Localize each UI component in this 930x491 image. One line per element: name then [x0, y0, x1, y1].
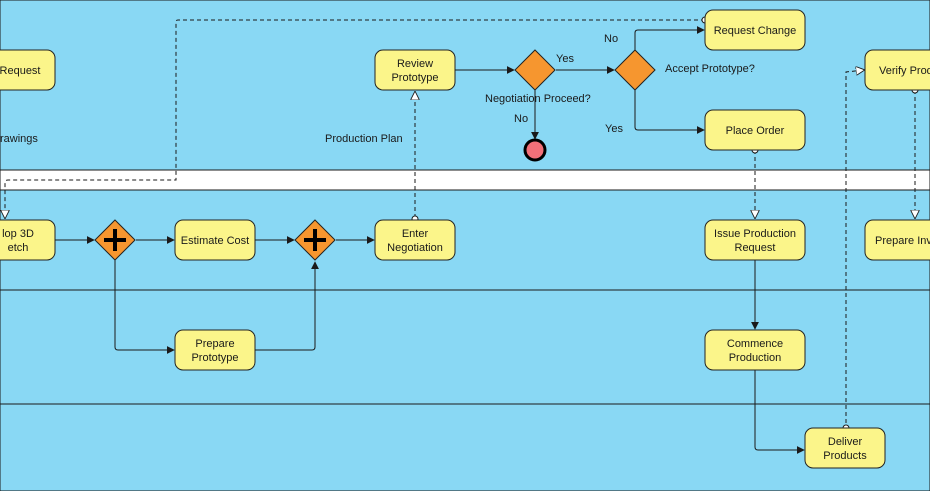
task-prepare-prototype-line1: Prepare — [195, 338, 234, 350]
task-enter-negotiation-line1: Enter — [402, 228, 429, 240]
task-prepare-invoice[interactable]: Prepare Inv — [864, 219, 930, 261]
task-verify-product[interactable]: Verify Prod — [864, 49, 930, 91]
flow-split-to-prepare[interactable] — [114, 260, 175, 354]
task-place-order[interactable]: Place Order — [704, 109, 806, 151]
end-event[interactable] — [523, 138, 547, 162]
task-prepare-invoice-label: Prepare Inv — [875, 235, 930, 247]
task-develop-sketch-line1: lop 3D — [2, 228, 34, 240]
task-request-change[interactable]: Request Change — [704, 9, 806, 51]
message-flows — [5, 19, 915, 430]
label-negotiation-proceed: Negotiation Proceed? — [485, 93, 591, 105]
label-yes-accept: Yes — [605, 123, 623, 135]
task-review-prototype-line2: Prototype — [391, 72, 438, 84]
label-accept-prototype: Accept Prototype? — [665, 63, 755, 75]
label-no-accept: No — [604, 33, 618, 45]
message-flow-request-change-to-sketch[interactable] — [5, 19, 705, 218]
gateway-accept-prototype[interactable] — [614, 49, 656, 91]
task-commence-production-line1: Commence — [727, 338, 783, 350]
task-deliver-products-line1: Deliver — [828, 436, 863, 448]
task-place-order-label: Place Order — [726, 125, 785, 137]
task-develop-sketch[interactable]: lop 3D etch — [0, 219, 56, 261]
task-review-prototype-line1: Review — [397, 58, 433, 70]
label-drawings: rawings — [0, 133, 38, 145]
label-yes-negotiation: Yes — [556, 53, 574, 65]
task-deliver-products-line2: Products — [823, 450, 867, 462]
label-production-plan: Production Plan — [325, 133, 403, 145]
task-prepare-prototype-line2: Prototype — [191, 352, 238, 364]
flow-accept-no[interactable] — [634, 26, 705, 50]
task-issue-production-request-line1: Issue Production — [714, 228, 796, 240]
task-issue-production-request[interactable]: Issue Production Request — [704, 219, 806, 261]
task-review-prototype[interactable]: Review Prototype — [374, 49, 456, 91]
task-enter-negotiation[interactable]: Enter Negotiation — [374, 219, 456, 261]
labels: Yes Negotiation Proceed? No No Accept Pr… — [0, 33, 755, 145]
gateway-negotiation-proceed[interactable] — [514, 49, 556, 91]
task-issue-production-request-line2: Request — [735, 242, 776, 254]
task-request-label: Request — [0, 65, 40, 77]
sequence-flows — [55, 26, 805, 454]
task-verify-product-label: Verify Prod — [879, 65, 930, 77]
flow-accept-yes[interactable] — [634, 90, 705, 134]
task-request-change-label: Request Change — [714, 25, 797, 37]
task-estimate-cost[interactable]: Estimate Cost — [174, 219, 256, 261]
flow-prepare-to-join[interactable] — [255, 261, 319, 351]
plus-icon — [304, 229, 326, 251]
label-no-negotiation: No — [514, 113, 528, 125]
task-enter-negotiation-line2: Negotiation — [387, 242, 443, 254]
gateway-parallel-join[interactable] — [294, 219, 336, 261]
task-develop-sketch-line2: etch — [8, 242, 29, 254]
task-deliver-products[interactable]: Deliver Products — [804, 427, 886, 469]
flow-commence-to-deliver[interactable] — [754, 370, 805, 454]
tasks: Request Review Prototype Request Change … — [0, 9, 930, 469]
task-estimate-cost-label: Estimate Cost — [181, 235, 249, 247]
message-flow-deliver-to-verify[interactable] — [845, 70, 864, 430]
gateway-parallel-split[interactable] — [94, 219, 136, 261]
task-commence-production-line2: Production — [729, 352, 782, 364]
lane-bottom-3 — [0, 403, 930, 491]
task-request[interactable]: Request — [0, 49, 56, 91]
task-prepare-prototype[interactable]: Prepare Prototype — [174, 329, 256, 371]
task-commence-production[interactable]: Commence Production — [704, 329, 806, 371]
plus-icon — [104, 229, 126, 251]
gateways — [94, 49, 656, 261]
